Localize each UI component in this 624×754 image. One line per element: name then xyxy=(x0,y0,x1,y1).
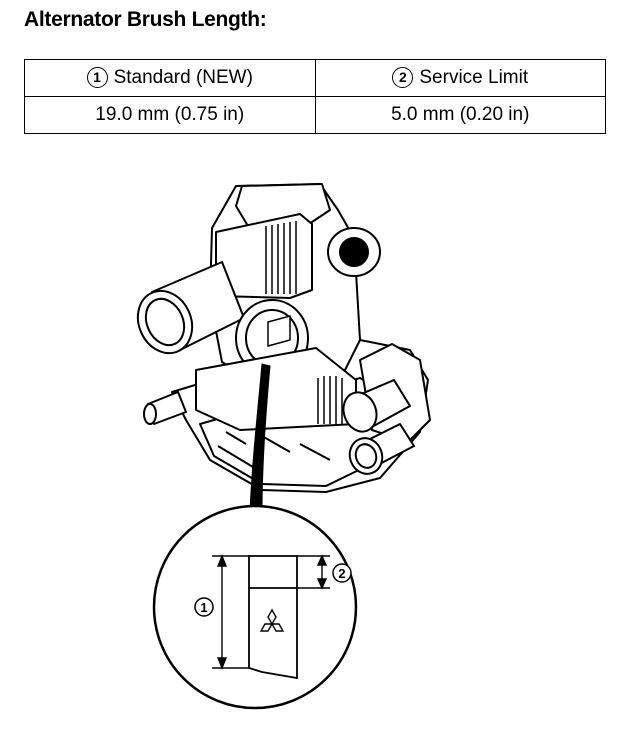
lower-ribbed-block xyxy=(195,347,357,431)
three-diamond-logo xyxy=(259,608,285,632)
callout-1: 1 xyxy=(200,600,207,615)
page-title: Alternator Brush Length: xyxy=(24,8,267,31)
callout-2: 2 xyxy=(338,566,345,581)
table-value-row: 19.0 mm (0.75 in) 5.0 mm (0.20 in) xyxy=(24,96,606,134)
callout-number-1: 1 xyxy=(86,67,108,88)
dimension-standard xyxy=(212,554,249,670)
dimension-service-limit xyxy=(297,554,330,590)
value-service-limit: 5.0 mm (0.20 in) xyxy=(314,96,606,134)
header-service-limit-label: Service Limit xyxy=(419,67,529,88)
callout-number-2: 2 xyxy=(392,67,414,88)
header-standard-label: Standard (NEW) xyxy=(113,67,253,88)
